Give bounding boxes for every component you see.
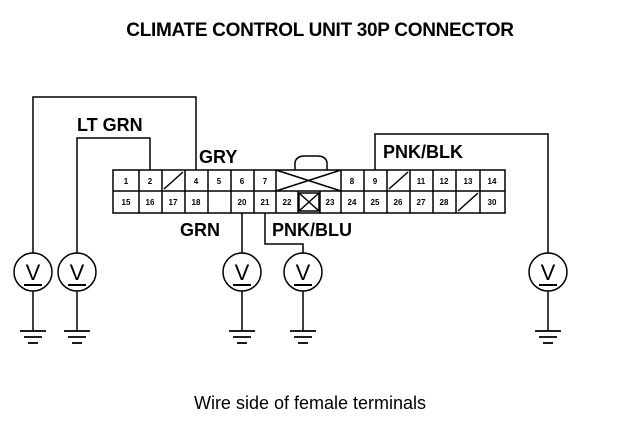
pin-label: 26 (394, 198, 403, 207)
pin-label: 4 (194, 177, 199, 186)
pin-label: 24 (348, 198, 357, 207)
pin-label: 5 (217, 177, 222, 186)
pin-label: 14 (488, 177, 497, 186)
pin-label: 11 (417, 177, 426, 186)
wire-lt-grn (76, 137, 151, 253)
voltmeter-symbol: V (70, 260, 85, 285)
diagram-title: CLIMATE CONTROL UNIT 30P CONNECTOR (126, 20, 514, 41)
connector-lock-tab (294, 155, 328, 170)
voltmeter-symbol: V (26, 260, 41, 285)
pin-label: 7 (263, 177, 268, 186)
pin-label: 1 (124, 177, 129, 186)
wire-label-lt-grn: LT GRN (77, 115, 143, 135)
pin-label: 17 (169, 198, 178, 207)
pin-label: 22 (283, 198, 292, 207)
ground-symbols (20, 330, 561, 344)
pin-label: 12 (440, 177, 449, 186)
wire-label-gry: GRY (199, 147, 237, 167)
wire-label-pnk-blu: PNK/BLU (272, 220, 352, 240)
pin-label: 21 (261, 198, 270, 207)
pin-label: 27 (417, 198, 426, 207)
pin-label: 13 (464, 177, 473, 186)
wire-pnk-blu (264, 213, 304, 253)
wire-label-pnk-blk: PNK/BLK (383, 142, 463, 162)
voltmeter-symbol: V (235, 260, 250, 285)
wire-pnk-blk (374, 133, 549, 253)
pin-label: 2 (148, 177, 153, 186)
diagram-caption: Wire side of female terminals (193, 393, 427, 413)
pin-label: 6 (240, 177, 245, 186)
wire-label-grn: GRN (180, 220, 220, 240)
pin-label: 8 (350, 177, 355, 186)
pin-label: 23 (326, 198, 335, 207)
pin-label: 16 (146, 198, 155, 207)
pin-label: 20 (238, 198, 247, 207)
voltmeter-symbol: V (296, 260, 311, 285)
pin-label: 25 (371, 198, 380, 207)
pin-label: 18 (192, 198, 201, 207)
pin-label: 30 (488, 198, 497, 207)
pin-label: 15 (122, 198, 131, 207)
pin-label: 28 (440, 198, 449, 207)
voltmeter-symbol: V (541, 260, 556, 285)
pin-label: 9 (373, 177, 378, 186)
wire-gry (32, 96, 197, 253)
